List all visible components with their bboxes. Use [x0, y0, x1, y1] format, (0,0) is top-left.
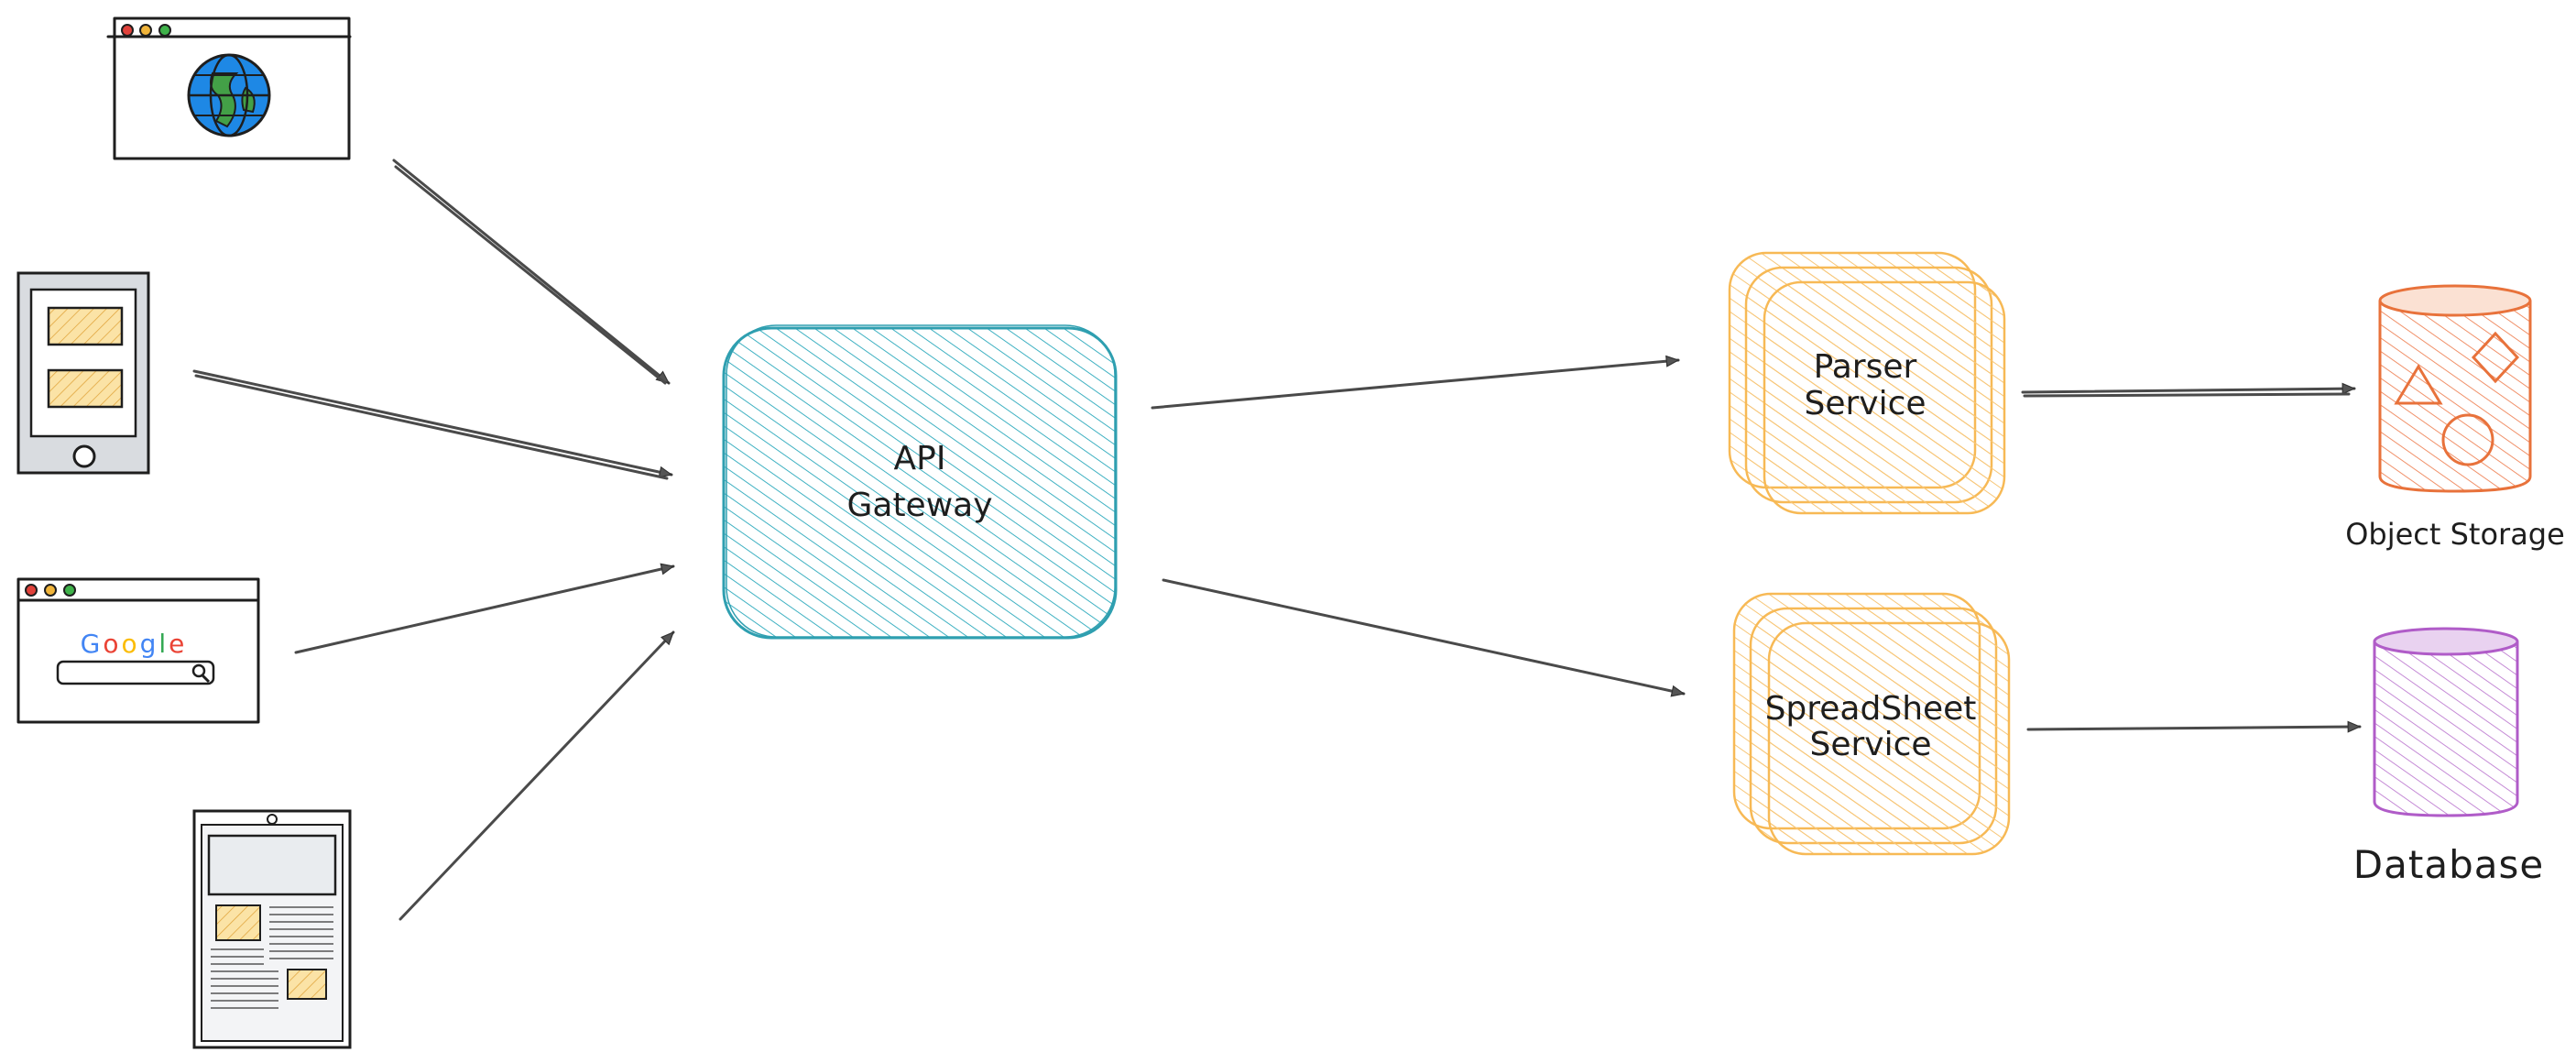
arrow-google-to-gateway: [294, 563, 675, 654]
api-gateway-label-line2: Gateway: [846, 487, 992, 524]
search-box: [56, 660, 215, 685]
parser-service-node: Parser Service: [1728, 251, 2006, 515]
circle-shape-icon: [2441, 413, 2494, 466]
browser-google-icon: Google: [16, 577, 260, 724]
browser-globe-icon: [106, 16, 352, 160]
arrow-phone-to-gateway: [192, 369, 673, 478]
diamond-shape-icon: [2471, 331, 2520, 384]
arrow-gateway-to-spreadsheet: [1162, 578, 1686, 697]
object-storage-label: Object Storage: [2345, 517, 2565, 552]
spreadsheet-service-label-line2: Service: [1809, 726, 1931, 763]
database-node: Database: [2353, 627, 2544, 887]
api-gateway-node: API Gateway: [722, 324, 1118, 640]
object-storage-node: Object Storage: [2345, 284, 2565, 552]
arrow-parser-to-object-storage: [2021, 382, 2356, 395]
google-logo: Google: [81, 629, 188, 659]
api-gateway-label-line1: API: [894, 440, 946, 477]
parser-service-label-line1: Parser: [1814, 348, 1917, 386]
database-label: Database: [2353, 842, 2544, 887]
mobile-phone-icon: [16, 271, 150, 475]
parser-service-label-line2: Service: [1804, 385, 1926, 422]
arrow-phone-to-gateway-shadow: [194, 374, 669, 480]
spreadsheet-service-label-line1: SpreadSheet: [1765, 690, 1977, 728]
triangle-shape-icon: [2394, 364, 2443, 405]
arrow-gateway-to-parser: [1151, 355, 1680, 410]
tablet-icon: [192, 809, 352, 1049]
search-icon: [191, 663, 211, 684]
arrow-tablet-to-gateway: [398, 630, 675, 921]
arrow-browser-to-gateway-shadow: [394, 165, 667, 385]
globe-icon: [187, 53, 271, 137]
spreadsheet-service-node: SpreadSheet Service: [1732, 592, 2011, 856]
arrow-parser-to-object-storage-shadow: [2023, 392, 2351, 398]
arrow-browser-to-gateway: [392, 159, 671, 385]
arrow-spreadsheet-to-database: [2026, 720, 2362, 733]
